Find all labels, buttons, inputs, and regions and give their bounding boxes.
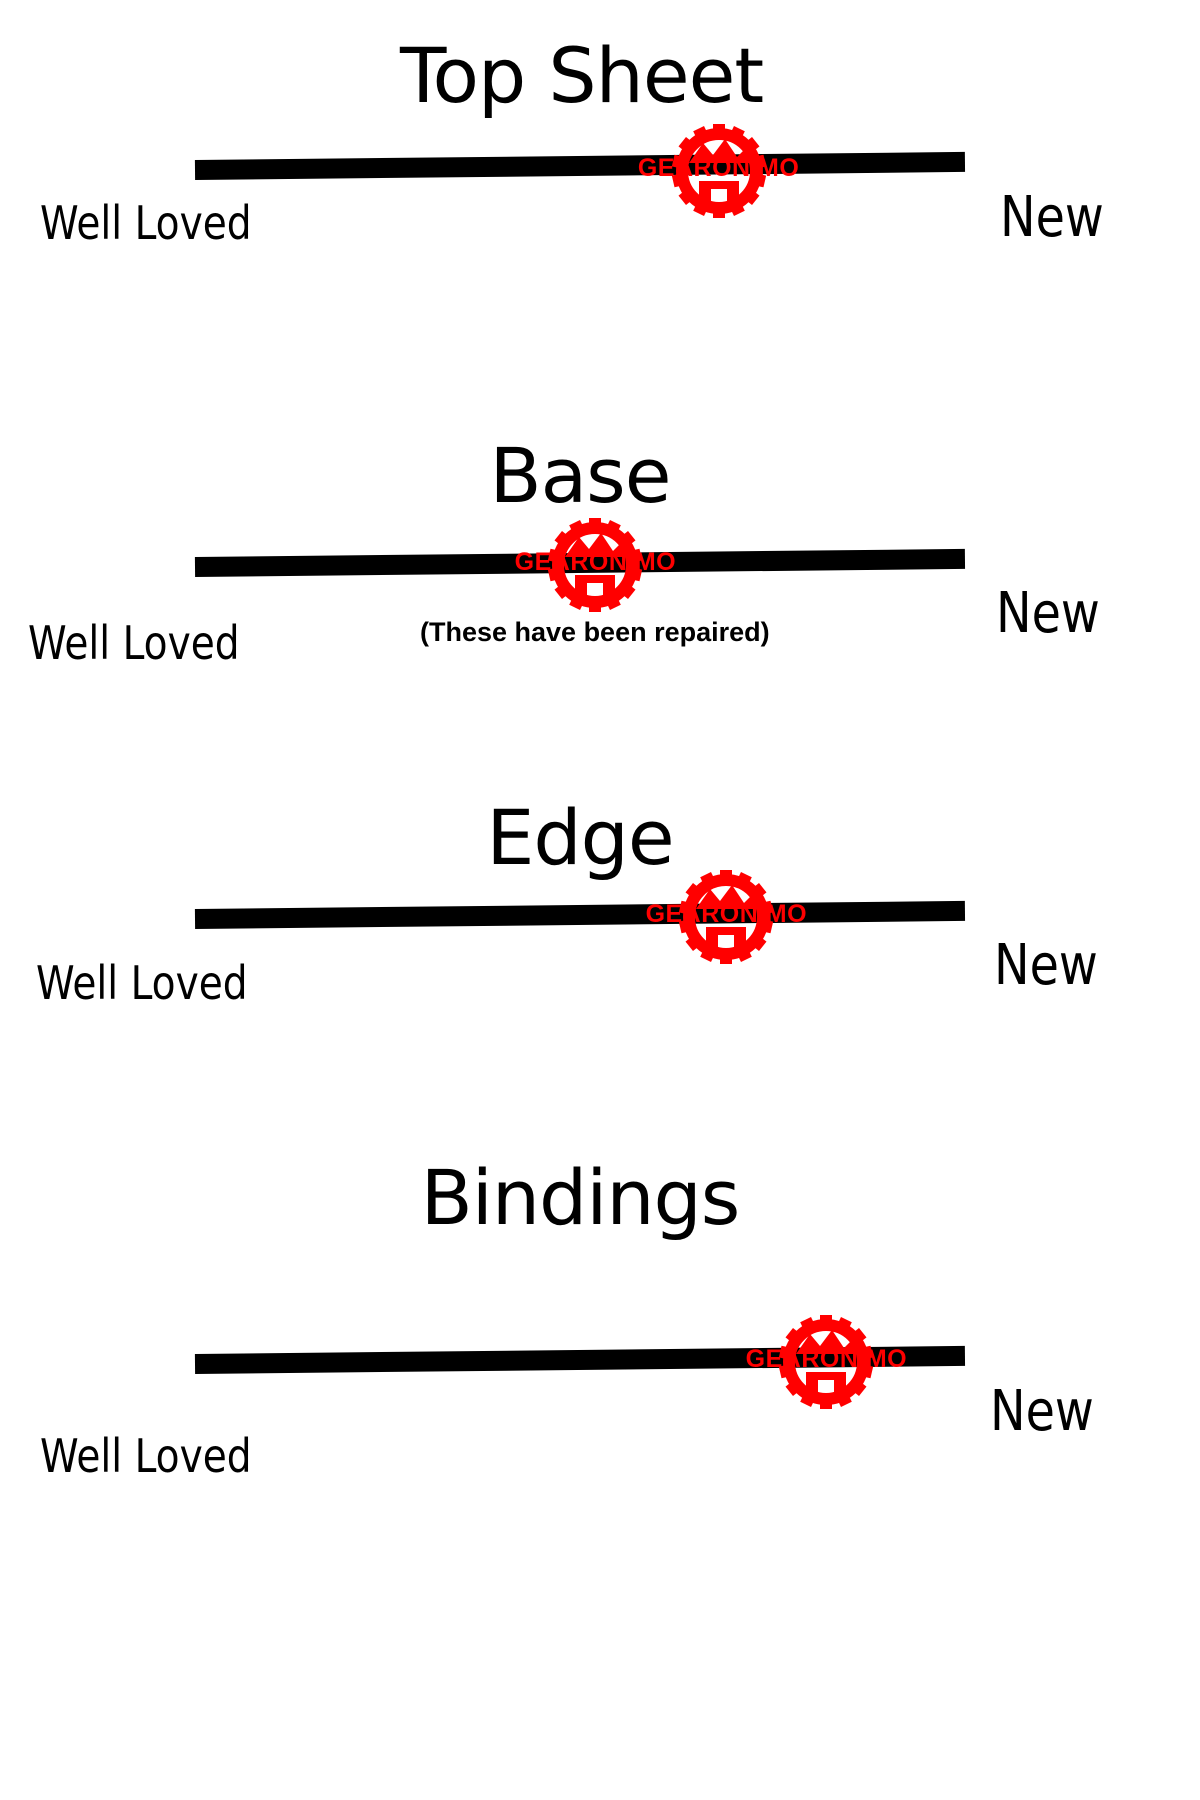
scale-title-bindings: Bindings xyxy=(420,1153,741,1242)
gear-logo-icon xyxy=(548,518,643,612)
marker-edge: GEARONIMO xyxy=(626,862,826,972)
left-label-well-loved: Well Loved xyxy=(40,196,252,250)
brand-logo-text: GEARONIMO xyxy=(637,154,800,182)
left-label-well-loved: Well Loved xyxy=(36,956,248,1010)
left-label-well-loved: Well Loved xyxy=(28,616,240,670)
right-label-new: New xyxy=(990,1379,1094,1444)
scale-title-top-sheet: Top Sheet xyxy=(400,31,764,120)
marker-top-sheet: GEARONIMO xyxy=(619,116,819,226)
left-label-well-loved: Well Loved xyxy=(40,1429,252,1483)
brand-logo-text: GEARONIMO xyxy=(514,548,677,576)
gear-logo-icon xyxy=(671,124,766,218)
brand-logo-text: GEARONIMO xyxy=(645,900,808,928)
scale-bar-top-sheet xyxy=(194,151,966,180)
gear-logo-icon xyxy=(679,870,774,964)
gear-logo-icon xyxy=(779,1315,874,1409)
scale-bar-edge xyxy=(194,900,966,929)
brand-logo-text: GEARONIMO xyxy=(745,1345,908,1373)
scale-title-edge: Edge xyxy=(486,793,674,882)
scale-note: (These have been repaired) xyxy=(420,617,770,647)
right-label-new: New xyxy=(1000,185,1104,250)
marker-base: GEARONIMO xyxy=(495,510,695,620)
scale-title-base: Base xyxy=(489,431,671,520)
marker-bindings: GEARONIMO xyxy=(726,1307,926,1417)
right-label-new: New xyxy=(996,581,1100,646)
right-label-new: New xyxy=(994,933,1098,998)
